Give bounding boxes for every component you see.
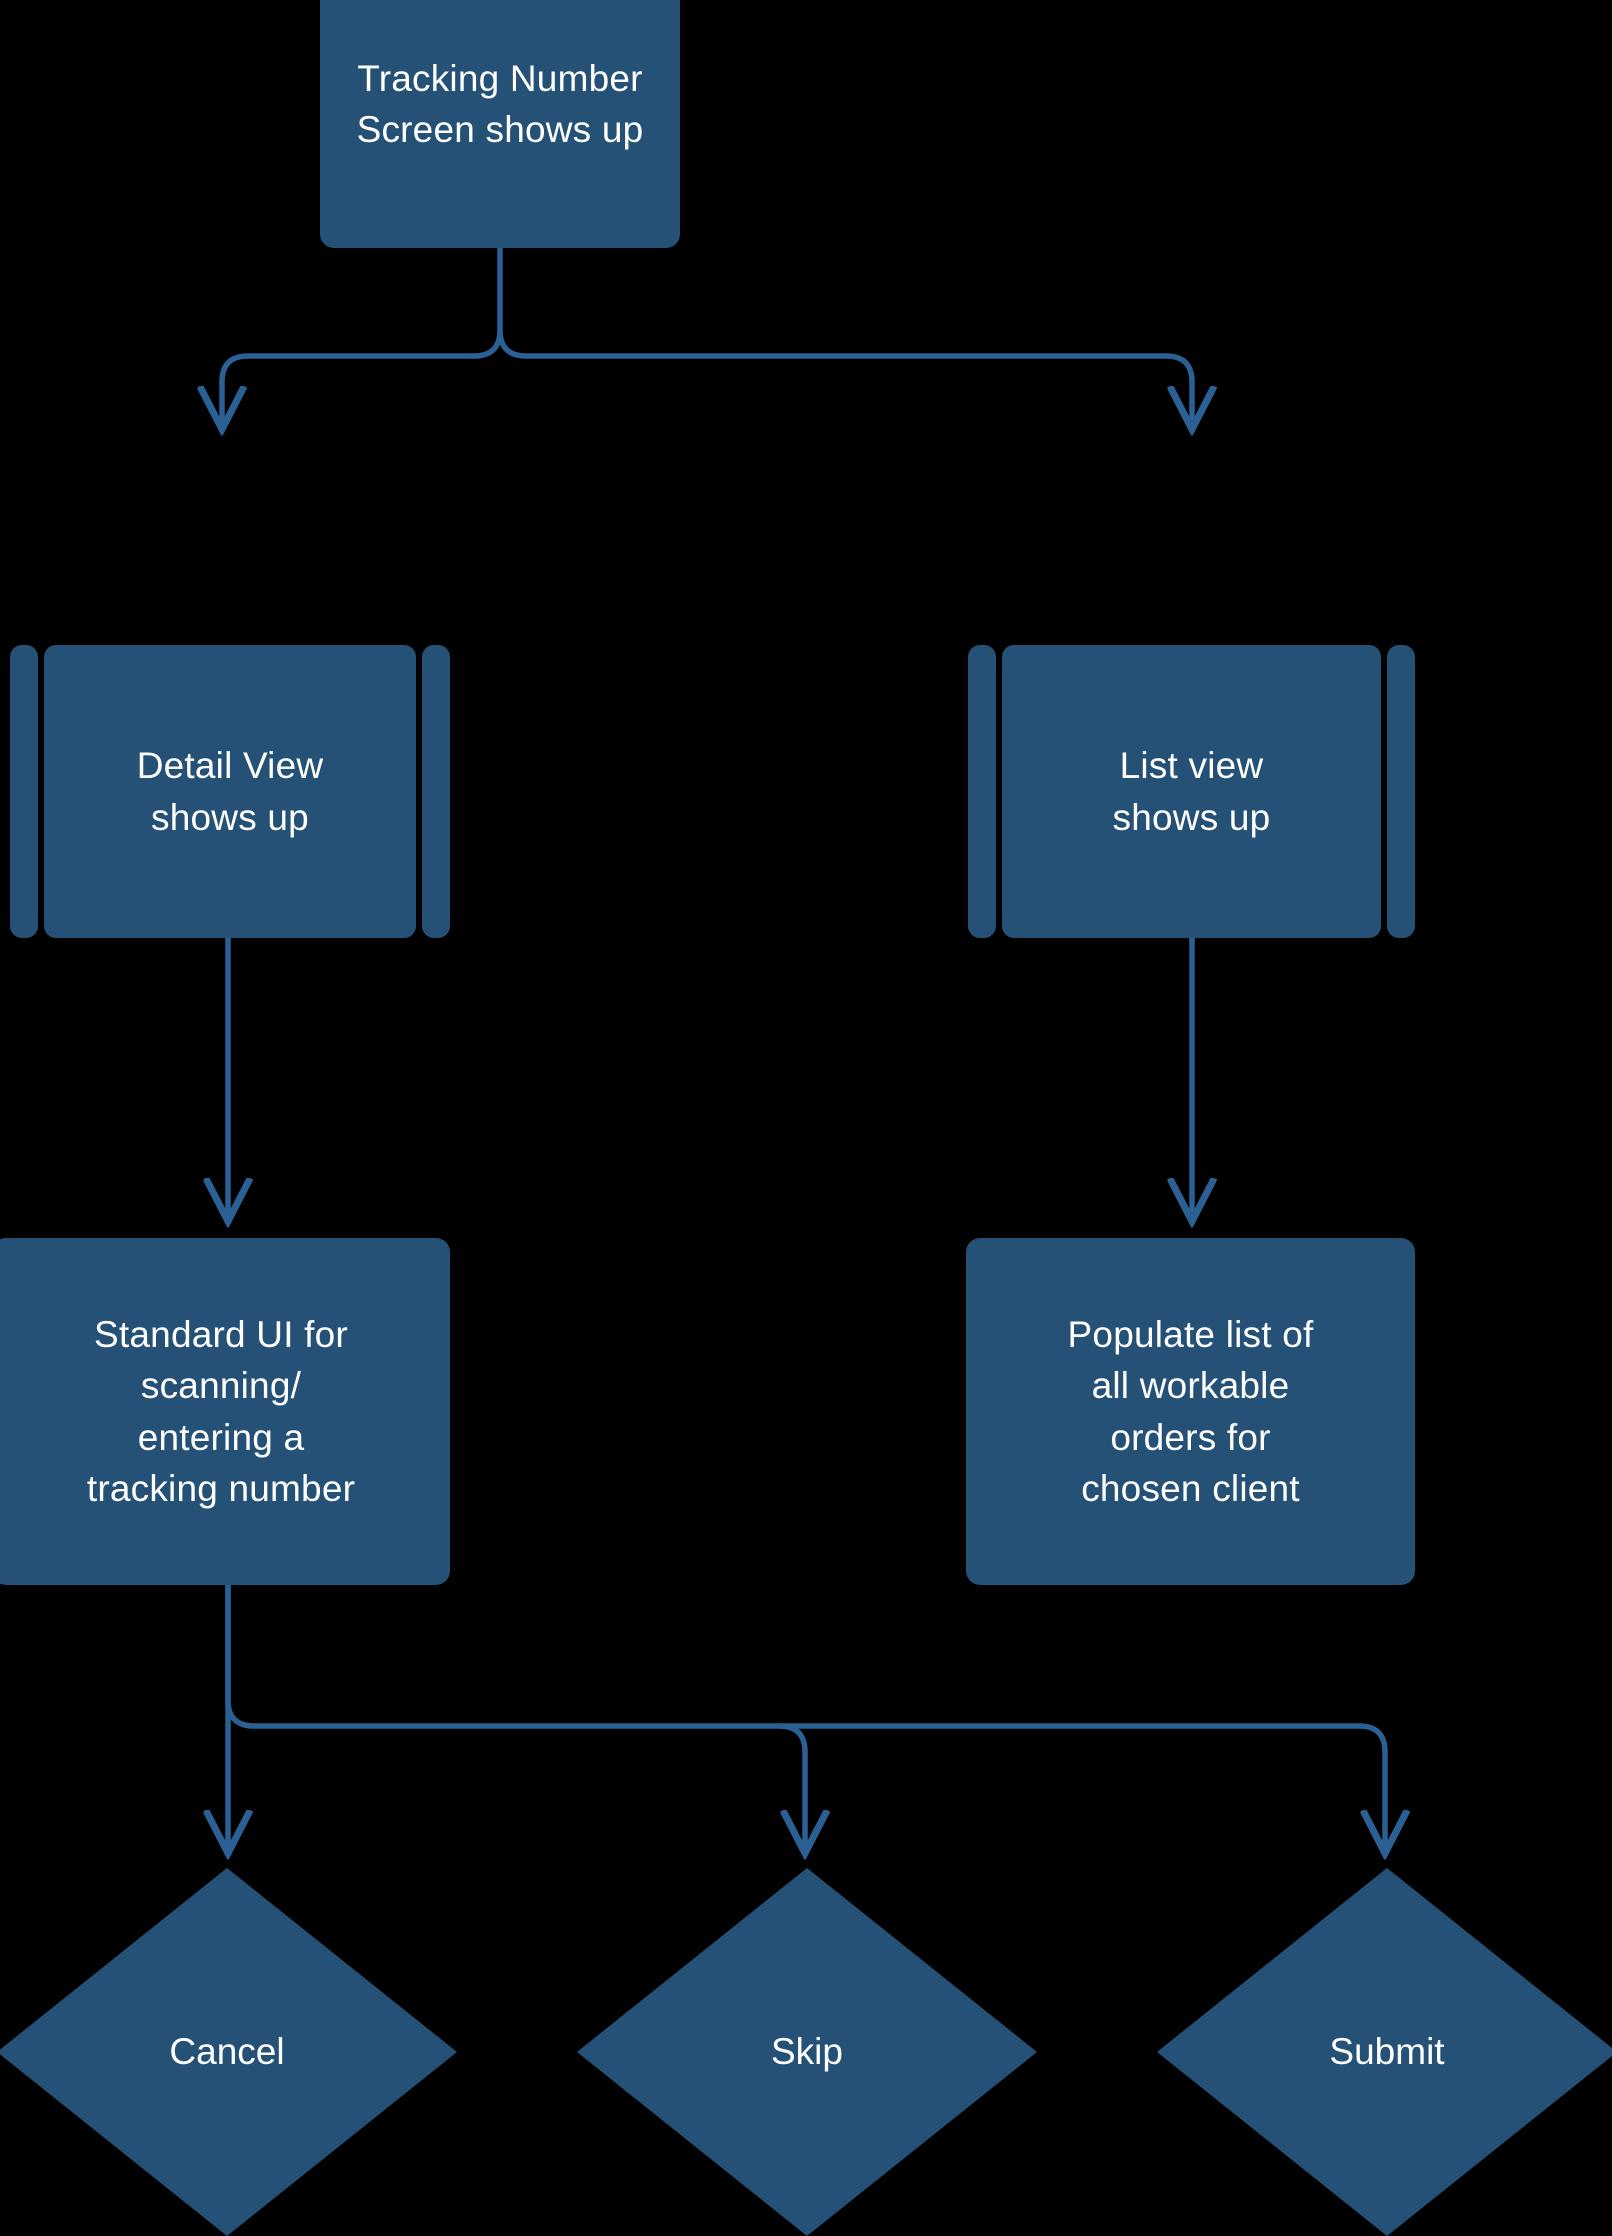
node-cancel[interactable]: Cancel	[0, 1868, 457, 2236]
node-cancel-label: Cancel	[169, 2030, 285, 2072]
node-detail-view[interactable]: Detail View shows up	[10, 645, 450, 938]
node-tracking-number-screen-label: Tracking Number Screen shows up	[356, 57, 644, 150]
node-submit-label: Submit	[1329, 2030, 1445, 2072]
node-list-view-label: List view shows up	[1112, 745, 1271, 838]
node-populate-list-label: Populate list of all workable orders for…	[1067, 1314, 1314, 1509]
node-standard-ui[interactable]: Standard UI for scanning/ entering a tra…	[0, 1238, 450, 1585]
node-detail-view-label: Detail View shows up	[136, 745, 324, 838]
node-tracking-number-screen[interactable]: Tracking Number Screen shows up	[320, 0, 680, 248]
node-populate-list[interactable]: Populate list of all workable orders for…	[966, 1238, 1415, 1585]
list-view-left-bar	[968, 645, 996, 938]
node-standard-ui-label: Standard UI for scanning/ entering a tra…	[86, 1314, 356, 1509]
node-skip-label: Skip	[771, 2030, 843, 2072]
node-submit[interactable]: Submit	[1157, 1868, 1612, 2236]
detail-view-right-bar	[422, 645, 450, 938]
node-skip[interactable]: Skip	[577, 1868, 1037, 2236]
node-list-view[interactable]: List view shows up	[968, 645, 1415, 938]
detail-view-body	[44, 645, 416, 938]
list-view-right-bar	[1387, 645, 1415, 938]
detail-view-left-bar	[10, 645, 38, 938]
list-view-body	[1002, 645, 1381, 938]
